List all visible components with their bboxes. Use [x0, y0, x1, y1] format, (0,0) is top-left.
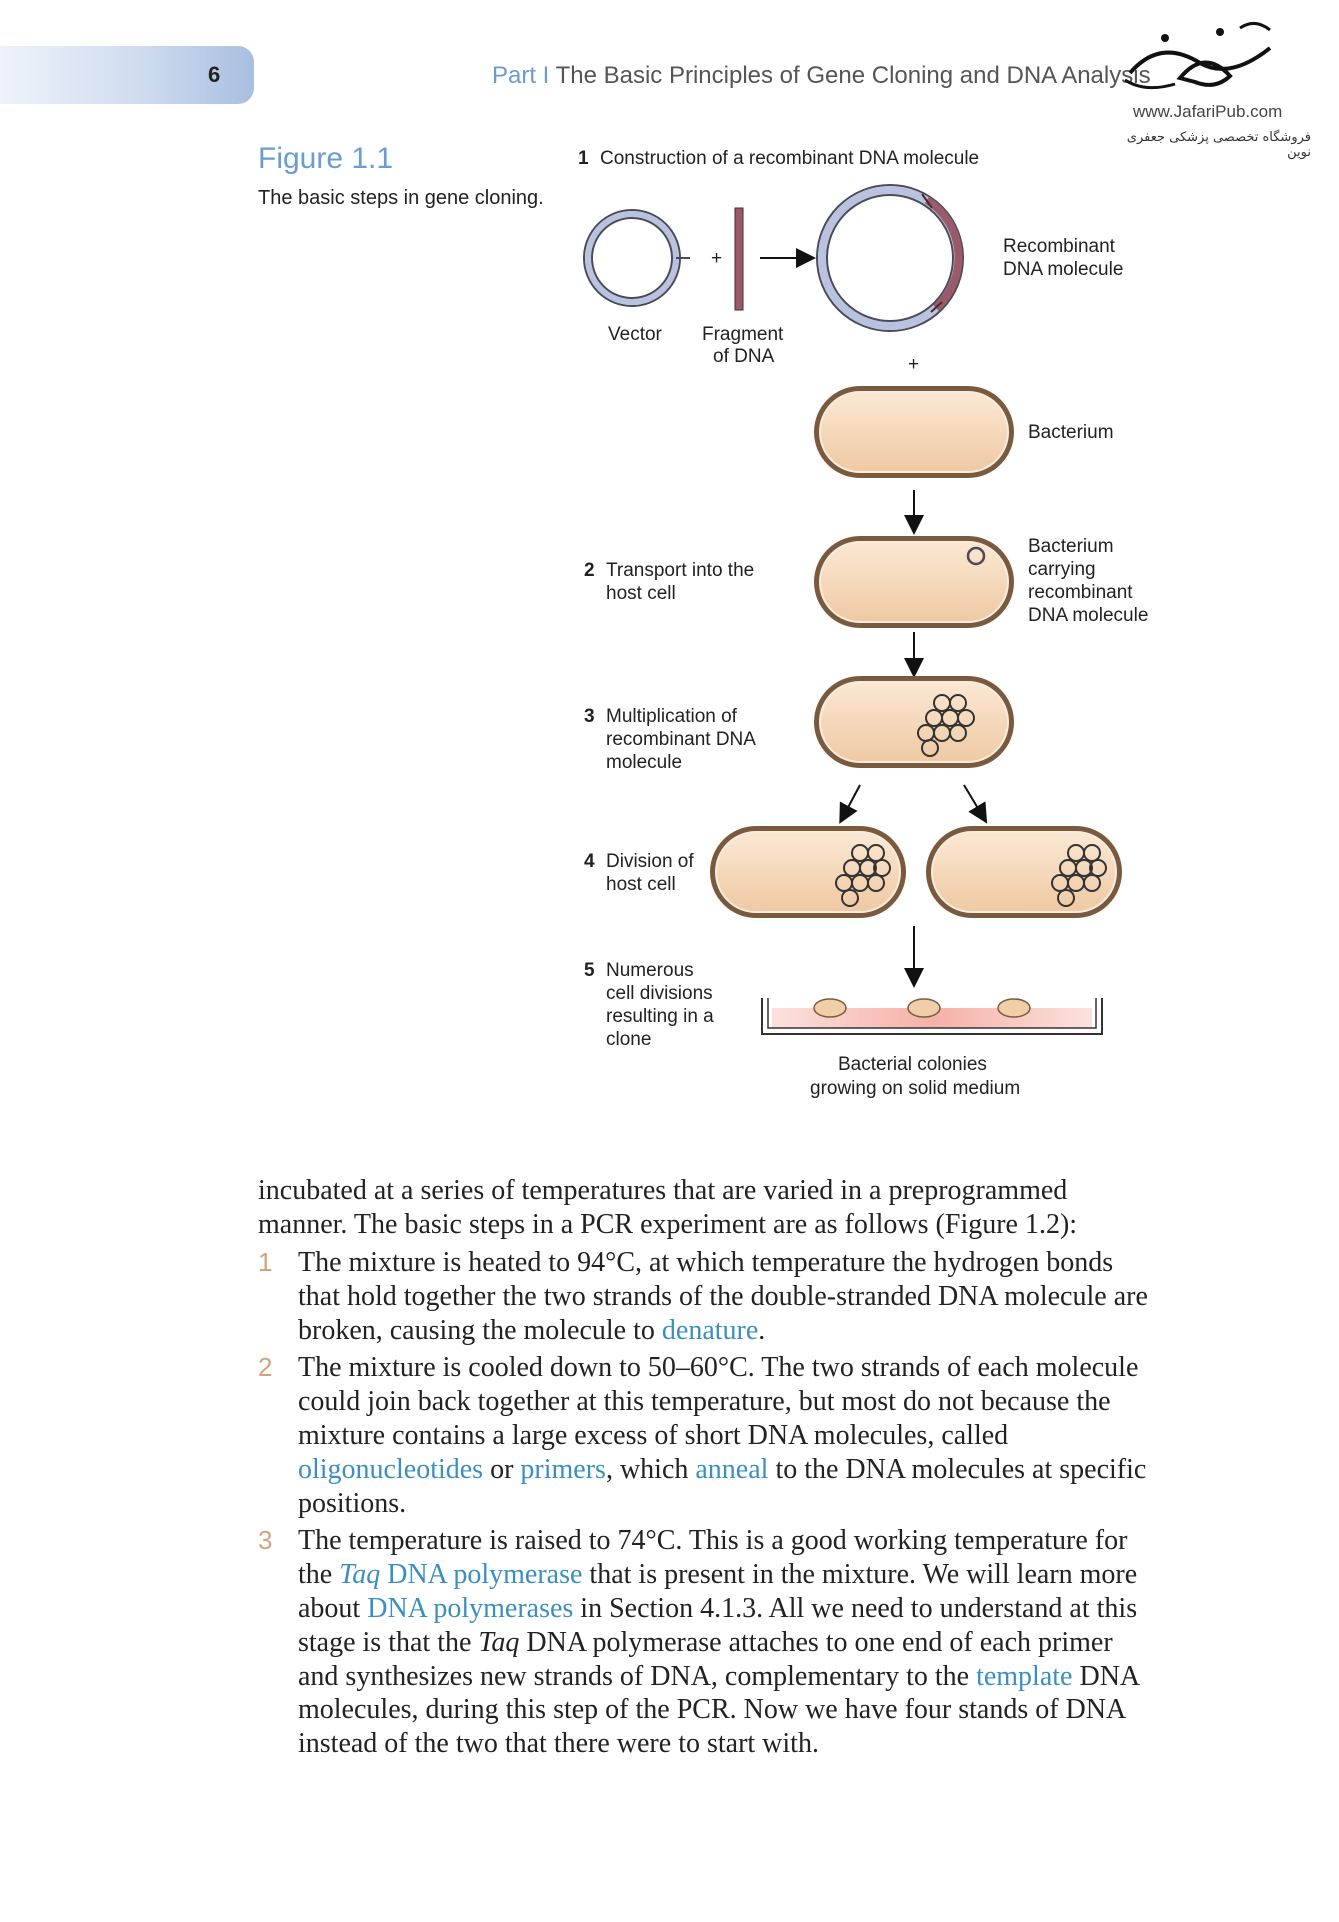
- list-text: .: [758, 1314, 766, 1346]
- step2-line1: Transport into the: [606, 560, 754, 581]
- recombinant-label-1: Recombinant: [1003, 236, 1116, 257]
- pcr-steps-list: 1 The mixture is heated to 94°C, at whic…: [258, 1246, 1158, 1765]
- list-text: The mixture is heated to 94°C, at which …: [298, 1247, 1148, 1346]
- logo-url: www.JafariPub.com: [1133, 102, 1283, 121]
- list-text: DNA polymerase attaches to one end of ea…: [298, 1626, 1113, 1692]
- recombinant-plasmid: [816, 184, 964, 332]
- page-number: 6: [208, 62, 221, 87]
- step3-line1: Multiplication of: [606, 706, 738, 727]
- list-text: The mixture is cooled down to 50–60°C. T…: [298, 1352, 1139, 1451]
- term-primers[interactable]: primers: [520, 1453, 606, 1485]
- term-template[interactable]: template: [976, 1660, 1073, 1692]
- daughter-cell-right: [926, 826, 1122, 918]
- step5-line4: clone: [606, 1029, 651, 1050]
- list-text: to the DNA molecules at specific positio…: [298, 1453, 1147, 1519]
- carrying-label-3: recombinant: [1028, 582, 1133, 603]
- term-anneal[interactable]: anneal: [695, 1453, 769, 1485]
- step2-number: 2: [584, 560, 595, 581]
- list-text: The temperature is raised to 74°C. This …: [298, 1525, 1128, 1591]
- plus-sign-1: +: [711, 248, 722, 269]
- list-item: 3 The temperature is raised to 74°C. Thi…: [258, 1524, 1158, 1761]
- fragment-label-2: of DNA: [713, 346, 775, 367]
- step3-line2: recombinant DNA: [606, 729, 756, 750]
- bacterium-cell: [814, 386, 1014, 478]
- page-tab: [0, 46, 254, 104]
- term-denature[interactable]: denature: [661, 1314, 759, 1346]
- daughter-cell-left: [710, 826, 906, 918]
- step3-line3: molecule: [606, 752, 682, 773]
- bacterium-label: Bacterium: [1028, 422, 1114, 443]
- step5-number: 5: [584, 960, 595, 981]
- step4-number: 4: [584, 851, 595, 872]
- recombinant-label-2: DNA molecule: [1003, 259, 1123, 280]
- list-text: DNA molecules, during this step of the P…: [298, 1660, 1139, 1760]
- list-text: that is present in the mixture. We will …: [298, 1559, 1138, 1624]
- figure-label: Figure 1.1: [258, 142, 394, 175]
- dna-fragment: [734, 207, 744, 311]
- bacterium-with-plasmid: [814, 536, 1014, 628]
- list-marker: 2: [258, 1352, 273, 1383]
- figure-caption: The basic steps in gene cloning.: [258, 187, 544, 209]
- colonies-label-1: Bacterial colonies: [838, 1054, 987, 1075]
- step3-number: 3: [584, 706, 595, 727]
- plus-sign-2: +: [908, 354, 919, 375]
- term-taq[interactable]: Taq: [339, 1559, 381, 1591]
- vector-label: Vector: [608, 324, 663, 345]
- running-head: Part I The Basic Principles of Gene Clon…: [492, 62, 1151, 90]
- list-text: in Section 4.1.3. All we need to underst…: [298, 1592, 1138, 1658]
- list-item: 2 The mixture is cooled down to 50–60°C.…: [258, 1351, 1158, 1520]
- term-dna-polymerases[interactable]: DNA polymerases: [367, 1592, 574, 1624]
- part-label: Part I: [492, 62, 550, 89]
- vector-plasmid: [583, 209, 690, 307]
- bacterium-multiplication: [814, 676, 1014, 768]
- list-text: , which: [605, 1453, 696, 1485]
- list-text: or: [483, 1453, 521, 1485]
- carrying-label-2: carrying: [1028, 559, 1096, 580]
- step4-line2: host cell: [606, 874, 676, 895]
- fragment-label-1: Fragment: [702, 324, 784, 345]
- step2-line2: host cell: [606, 583, 676, 604]
- colonies-label-2: growing on solid medium: [810, 1078, 1020, 1099]
- list-item: 1 The mixture is heated to 94°C, at whic…: [258, 1246, 1158, 1347]
- step5-line3: resulting in a: [606, 1006, 714, 1027]
- arrow-left: [839, 784, 861, 824]
- term-oligonucleotides[interactable]: oligonucleotides: [298, 1453, 484, 1485]
- part-title: The Basic Principles of Gene Cloning and…: [555, 62, 1151, 89]
- list-marker: 1: [258, 1247, 273, 1277]
- intro-paragraph: incubated at a series of temperatures th…: [258, 1175, 1078, 1240]
- publisher-logo: [1124, 22, 1272, 90]
- taq-italic: Taq: [478, 1626, 520, 1658]
- petri-dish: [761, 998, 1103, 1035]
- term-dna-polymerase[interactable]: DNA polymerase: [380, 1559, 583, 1591]
- carrying-label-1: Bacterium: [1028, 536, 1114, 557]
- step5-line1: Numerous: [606, 960, 694, 981]
- gene-cloning-figure: 1 Construction of a recombinant DNA mole…: [578, 148, 1148, 1099]
- step4-line1: Division of: [606, 851, 694, 872]
- step1-text: Construction of a recombinant DNA molecu…: [600, 148, 979, 169]
- logo-tagline: فروشگاه تخصصی پزشکی جعفری نوین: [1126, 130, 1311, 160]
- list-marker: 3: [258, 1525, 273, 1556]
- carrying-label-4: DNA molecule: [1028, 605, 1148, 626]
- arrow-right: [963, 784, 988, 824]
- step5-line2: cell divisions: [606, 983, 713, 1004]
- step1-number: 1: [578, 148, 589, 169]
